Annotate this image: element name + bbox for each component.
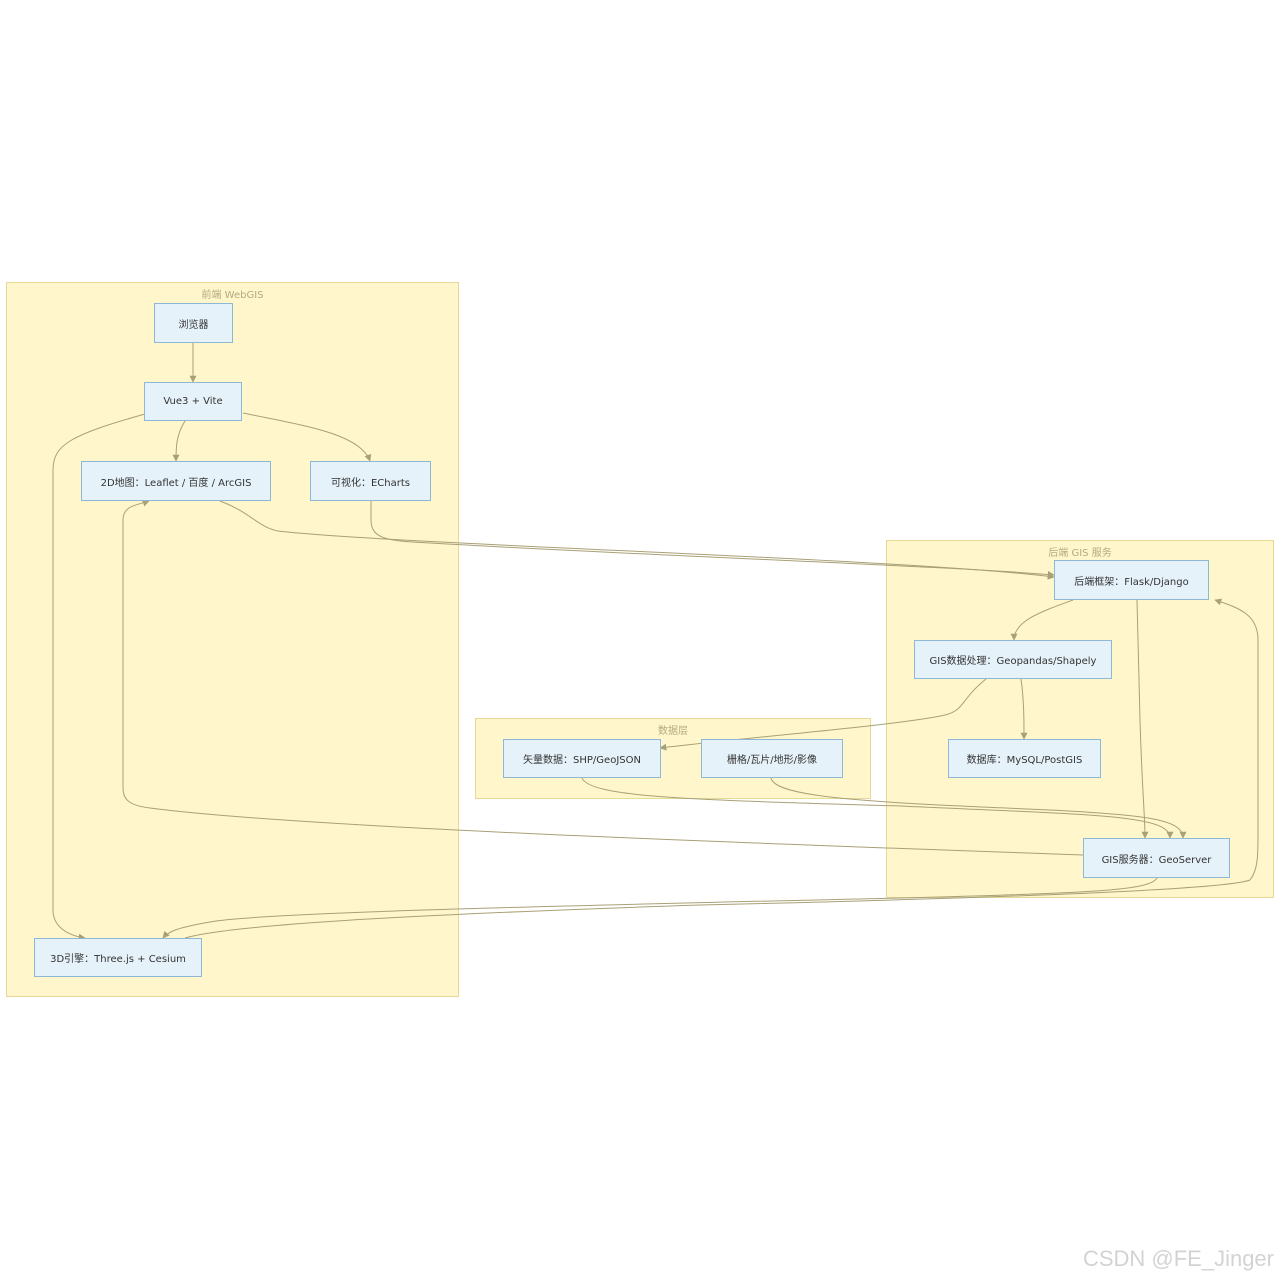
node-raster-data: 栅格/瓦片/地形/影像 — [701, 739, 843, 778]
node-database: 数据库：MySQL/PostGIS — [948, 739, 1101, 778]
node-vue-vite: Vue3 + Vite — [144, 382, 242, 421]
node-gis-processing: GIS数据处理：Geopandas/Shapely — [914, 640, 1112, 679]
node-backend-framework: 后端框架：Flask/Django — [1054, 560, 1209, 600]
node-3d-engine: 3D引擎：Three.js + Cesium — [34, 938, 202, 977]
node-echarts: 可视化：ECharts — [310, 461, 431, 501]
node-geoserver: GIS服务器：GeoServer — [1083, 838, 1230, 878]
node-browser: 浏览器 — [154, 303, 233, 343]
node-2d-map: 2D地图：Leaflet / 百度 / ArcGIS — [81, 461, 271, 501]
group-title: 前端 WebGIS — [201, 290, 264, 301]
node-vector-data: 矢量数据：SHP/GeoJSON — [503, 739, 661, 778]
group-title: 数据层 — [658, 726, 688, 737]
watermark: CSDN @FE_Jinger — [1082, 1246, 1274, 1271]
group-title: 后端 GIS 服务 — [1048, 548, 1112, 559]
